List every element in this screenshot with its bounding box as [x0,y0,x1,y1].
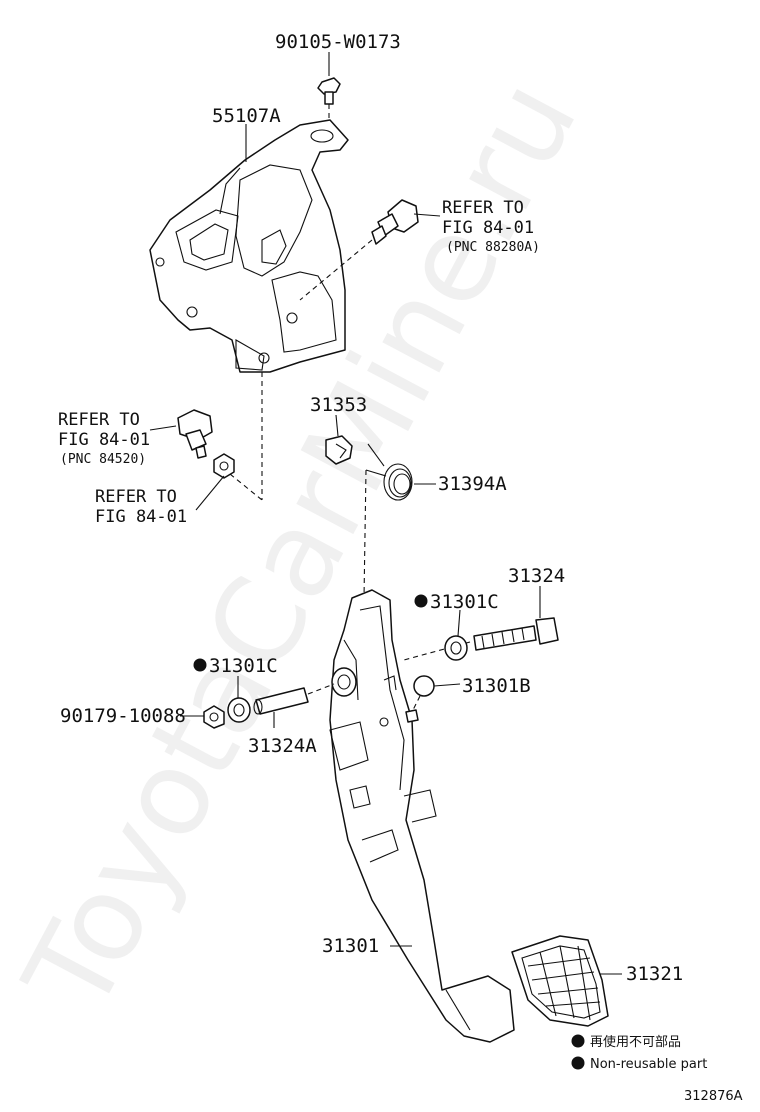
ball-31301b-part [405,675,435,723]
label-31301c-left: 31301C [209,655,278,677]
label-90179-10088: 90179-10088 [60,705,186,727]
label-31321: 31321 [626,963,683,985]
refer-left-line2: FIG 84-01 [58,430,150,450]
nut-part [213,372,263,501]
refer-left-line1: REFER TO [58,410,140,430]
label-90105-w0173: 90105-W0173 [275,31,401,53]
bushing-31301c-right-part [444,635,468,661]
refer-left2-line2: FIG 84-01 [95,507,187,527]
legend-text-en: Non-reusable part [590,1057,707,1072]
refer-top-line2: FIG 84-01 [442,218,534,238]
label-31394a: 31394A [438,473,507,495]
stop-lamp-switch-part [299,199,419,301]
spring-31394a-part [363,443,413,599]
refer-top-pnc: (PNC 88280A) [446,240,540,255]
legend-dot-en [571,1056,585,1070]
bolt-31324-part [403,617,559,661]
legend: 再使用不可部品 Non-reusable part [571,1034,707,1072]
legend-text-jp: 再使用不可部品 [590,1034,681,1050]
refer-left-pnc: (PNC 84520) [60,452,146,467]
pedal-bracket-55107a [149,119,349,373]
label-31301: 31301 [322,935,379,957]
label-31301b: 31301B [462,675,531,697]
refer-left2-line1: REFER TO [95,487,177,507]
clutch-switch-part [177,409,213,459]
legend-dot-jp [571,1034,585,1048]
label-31324a: 31324A [248,735,317,757]
figure-id: 312876A [684,1089,743,1104]
bolt-90105-part [317,77,341,128]
clip-31353-part [325,435,353,465]
non-reusable-dot-left [193,658,207,672]
label-31301c-right: 31301C [430,591,499,613]
non-reusable-dot-right [414,594,428,608]
label-31353: 31353 [310,394,367,416]
left-hardware-part [203,683,335,729]
clutch-pedal-31301 [329,589,515,1043]
leader-lines [149,52,622,975]
label-55107a: 55107A [212,105,281,127]
pedal-pad-31321 [511,935,609,1027]
refer-top-line1: REFER TO [442,198,524,218]
label-31324: 31324 [508,565,565,587]
